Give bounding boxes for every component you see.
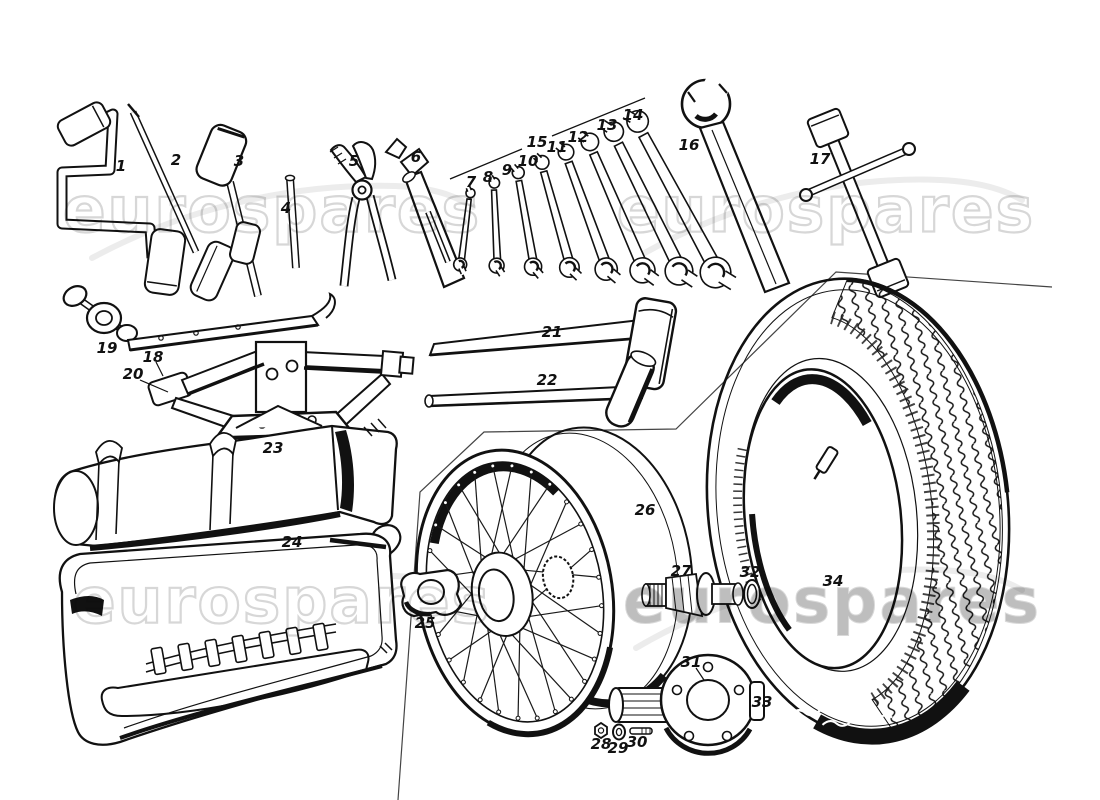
part-label-9: 9 — [502, 161, 512, 179]
label-leader-lines — [139, 361, 705, 681]
part-label-14: 14 — [623, 106, 644, 124]
part-label-19: 19 — [97, 339, 118, 357]
tool-bag — [53, 404, 398, 551]
screwdriver — [127, 103, 236, 302]
part-label-5: 5 — [349, 152, 359, 170]
jack-handle — [126, 292, 336, 352]
jack-handle-knob — [62, 285, 138, 342]
part-label-26: 26 — [635, 501, 656, 519]
tommy-bar — [424, 350, 657, 428]
tire — [705, 277, 1011, 745]
part-label-17: 17 — [810, 150, 831, 168]
pin-punch — [284, 174, 300, 269]
part-label-28: 28 — [591, 735, 612, 753]
part-label-27: 27 — [671, 562, 692, 580]
part-label-6: 6 — [411, 148, 421, 166]
part-label-31: 31 — [681, 653, 702, 671]
part-label-16: 16 — [679, 136, 700, 154]
stub-axle — [641, 572, 744, 618]
wheel-nut-cross-brace — [799, 107, 916, 299]
part-label-3: 3 — [234, 152, 244, 170]
part-label-10: 10 — [518, 152, 539, 170]
part-label-20: 20 — [123, 365, 144, 383]
part-label-18: 18 — [143, 348, 164, 366]
part-label-11: 11 — [547, 138, 568, 156]
valve-stem — [813, 446, 839, 480]
part-label-23: 23 — [263, 439, 284, 457]
part-label-12: 12 — [568, 128, 589, 146]
tool-roll — [58, 524, 402, 746]
part-label-32: 32 — [740, 563, 761, 581]
part-label-22: 22 — [537, 371, 558, 389]
part-label-8: 8 — [483, 168, 493, 186]
pliers — [329, 141, 397, 287]
part-label-2: 2 — [171, 151, 181, 169]
part-label-24: 24 — [282, 533, 303, 551]
part-label-30: 30 — [627, 733, 648, 751]
part-label-33: 33 — [752, 693, 773, 711]
pin — [629, 727, 653, 735]
part-label-7: 7 — [466, 173, 477, 191]
part-label-34: 34 — [823, 572, 844, 590]
screwdriver-large — [195, 123, 262, 297]
crank-handle — [56, 101, 187, 296]
part-label-25: 25 — [415, 614, 436, 632]
splined-hub — [608, 653, 765, 756]
part-label-29: 29 — [608, 739, 629, 757]
part-label-1: 1 — [116, 157, 126, 175]
fasteners — [594, 721, 653, 741]
knock-off-nut — [400, 568, 463, 618]
part-label-21: 21 — [542, 323, 563, 341]
open-end-wrench-8 — [480, 171, 511, 282]
part-label-4: 4 — [280, 199, 291, 217]
wrench-set-bracket — [449, 97, 646, 180]
part-label-15: 15 — [527, 133, 548, 151]
adjustable-wrench — [384, 137, 466, 289]
large-open-end-wrench — [680, 68, 791, 294]
part-label-13: 13 — [597, 116, 618, 134]
spacer-ring — [743, 579, 761, 609]
